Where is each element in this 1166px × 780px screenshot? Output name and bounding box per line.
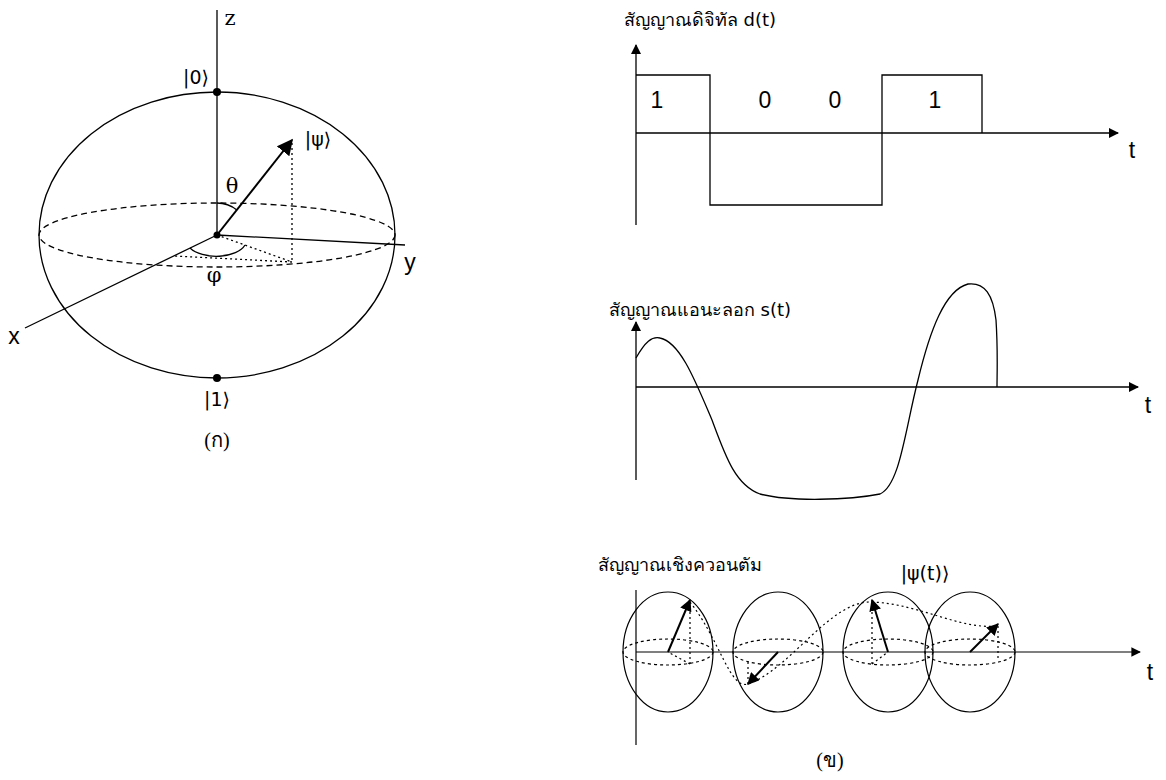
state-vector bbox=[217, 140, 292, 235]
phi-arc bbox=[190, 245, 245, 256]
panel-caption: (ข) bbox=[816, 749, 843, 772]
small-sphere bbox=[925, 592, 1015, 712]
axis-label: 1 bbox=[929, 87, 942, 113]
theta-arc bbox=[217, 203, 237, 210]
quantum-plot bbox=[623, 590, 1140, 745]
axis-label: t bbox=[1147, 659, 1153, 685]
origin-dot bbox=[214, 232, 221, 239]
projection-line bbox=[291, 143, 292, 262]
axis-label: 1 bbox=[651, 87, 664, 113]
axis-label: 0 bbox=[759, 87, 772, 113]
axis-label: |0⟩ bbox=[183, 67, 209, 89]
small-sphere bbox=[623, 592, 713, 712]
trajectory bbox=[690, 602, 998, 685]
axis bbox=[635, 322, 636, 480]
plot-title: สัญญาณเชิงควอนตัม bbox=[598, 555, 762, 576]
axis bbox=[636, 132, 1118, 133]
axis-label: t bbox=[1145, 392, 1151, 418]
axis-label: y bbox=[404, 249, 416, 275]
small-sphere bbox=[733, 592, 823, 712]
projection-line bbox=[668, 602, 690, 664]
state-vector bbox=[748, 652, 778, 684]
axis-label: |ψ⟩ bbox=[305, 129, 331, 151]
square-wave bbox=[636, 75, 982, 205]
small-sphere bbox=[843, 592, 933, 712]
projection-line bbox=[217, 235, 292, 262]
projection-line bbox=[748, 602, 998, 684]
axis-label: 0 bbox=[829, 87, 842, 113]
x-axis bbox=[25, 235, 217, 328]
axis-label: |ψ(t)⟩ bbox=[899, 563, 952, 585]
panel-caption: (ก) bbox=[204, 429, 229, 452]
bloch-sphere bbox=[25, 10, 405, 378]
axis bbox=[635, 590, 636, 745]
state-dot bbox=[213, 374, 221, 382]
state-vector bbox=[970, 624, 998, 652]
state-vector bbox=[872, 600, 888, 652]
state-dot bbox=[213, 88, 221, 96]
axis bbox=[635, 45, 636, 225]
axis-label: θ bbox=[226, 174, 239, 198]
axis-label: φ bbox=[207, 263, 222, 287]
plot-title: สัญญาณดิจิทัล d(t) bbox=[624, 10, 776, 31]
digital-plot bbox=[636, 45, 1118, 225]
axis bbox=[636, 386, 1138, 387]
axis-label: z bbox=[224, 6, 235, 30]
axis-label: t bbox=[1129, 137, 1135, 163]
projection-line bbox=[174, 256, 292, 262]
axis-label: x bbox=[8, 323, 20, 349]
state-vector bbox=[668, 600, 690, 652]
z-axis bbox=[216, 10, 217, 235]
axis-label: |1⟩ bbox=[204, 389, 230, 411]
plot-title: สัญญาณแอนะลอก s(t) bbox=[609, 300, 791, 321]
y-axis bbox=[217, 235, 405, 245]
